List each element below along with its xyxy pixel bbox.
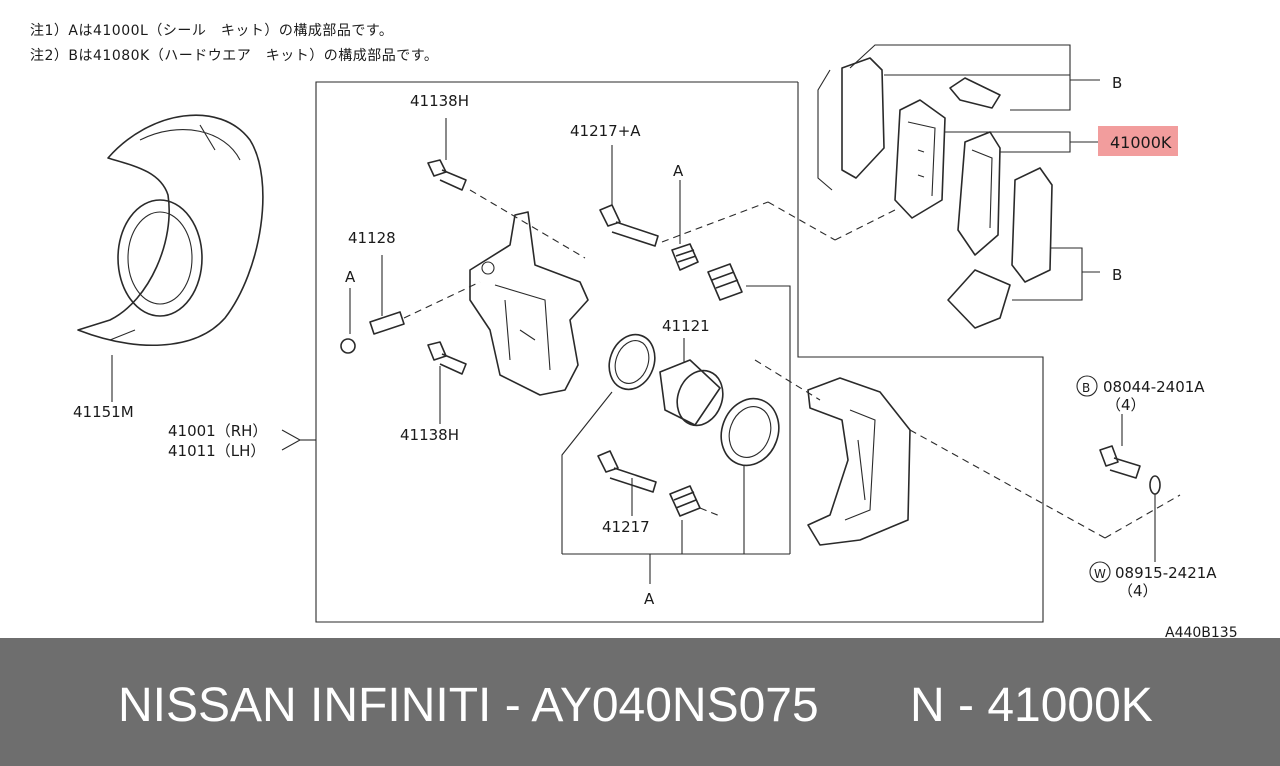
boot-top: [671, 243, 699, 271]
washer-code-label: 08915-2421A: [1115, 564, 1217, 582]
guide-pin-top: [599, 204, 659, 247]
footer-brand: NISSAN INFINITI - AY040NS075: [118, 679, 819, 732]
guide-bolt-bottom: [427, 341, 467, 375]
footer-bar: NISSAN INFINITI - AY040NS075 N - 41000K: [0, 638, 1280, 766]
bolt-b-circle-label: B: [1082, 381, 1090, 395]
piston-seal-part: [608, 333, 656, 391]
piston-part: [659, 359, 724, 427]
b-top-label: B: [1112, 74, 1122, 92]
anti-squeal-shim-part: [817, 57, 885, 191]
pin-top-label: 41217+A: [570, 122, 641, 140]
guide-bolt-top: [427, 159, 467, 191]
guide-pin-bottom: [597, 450, 657, 493]
bolt-top-label: 41138H: [410, 92, 469, 110]
pad-kit-label: 41000K: [1110, 133, 1172, 152]
piston-label: 41121: [662, 317, 710, 335]
bottom-a-label: A: [644, 590, 655, 608]
caliper-group-frame: [315, 81, 1044, 623]
brake-pad-inner: [894, 99, 946, 219]
boot-bottom: [669, 485, 701, 517]
boot-second: [707, 263, 743, 301]
b-bottom-label: B: [1112, 266, 1122, 284]
washer-part: [1149, 475, 1161, 495]
shield-label: 41151M: [73, 403, 134, 421]
pin-bottom-label: 41217: [602, 518, 650, 536]
bolt-bottom-label: 41138H: [400, 426, 459, 444]
bolt-b-code-label: 08044-2401A: [1103, 378, 1205, 396]
pad-clip-top: [949, 77, 1001, 109]
bleeder-screw-part: [340, 311, 405, 354]
bolt-b-qty-label: （4）: [1106, 396, 1146, 414]
note-2: 注2）Bは41080K（ハードウエア キット）の構成部品です。: [30, 48, 439, 64]
boot-top-a-label: A: [673, 162, 684, 180]
caliper-bracket-part: [807, 377, 911, 546]
caliper-body-part: [469, 211, 589, 396]
bleeder-label: 41128: [348, 229, 396, 247]
washer-qty-label: （4）: [1118, 582, 1158, 600]
caliper-lh-label: 41011（LH）: [168, 442, 265, 460]
diagram-id-label: A440B135: [1165, 625, 1238, 640]
brake-caliper-diagram: 41151M 41001（RH） 41011（LH） 41138H 41138H…: [73, 44, 1238, 640]
dust-shield-part: [77, 114, 264, 347]
pad-clip-bottom: [947, 269, 1011, 329]
bleeder-a-label: A: [345, 268, 356, 286]
note-1: 注1）Aは41000L（シール キット）の構成部品です。: [30, 23, 394, 39]
piston-boot-part: [720, 397, 780, 467]
caliper-rh-label: 41001（RH）: [168, 422, 267, 440]
brake-pad-outer: [957, 131, 1001, 256]
mounting-bolt-part: [1099, 445, 1141, 479]
part-highlight: [1098, 126, 1178, 156]
brake-pad-backing: [1011, 167, 1053, 283]
washer-circle-label: W: [1094, 567, 1106, 581]
footer-part-number: N - 41000K: [910, 679, 1153, 732]
